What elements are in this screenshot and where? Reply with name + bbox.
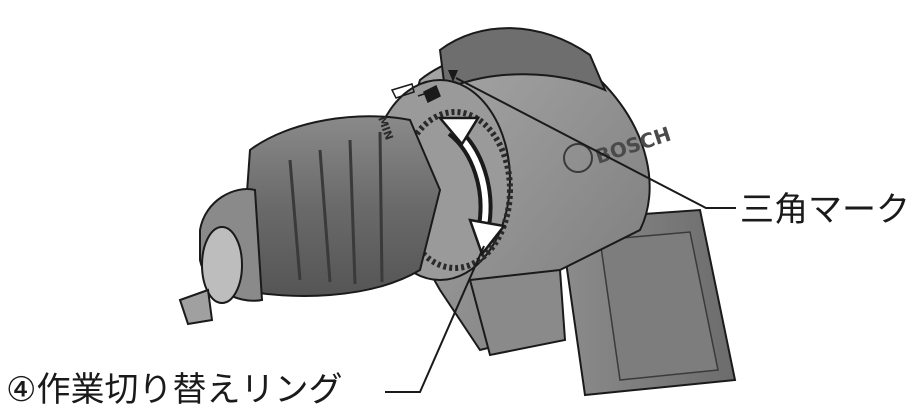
- chuck-grip-grooves: [288, 131, 384, 285]
- chuck-tip: [178, 288, 214, 326]
- rotation-arrow-head-top: [437, 116, 481, 147]
- housing-lower-foot: [468, 268, 567, 357]
- mode-ring-leader-line: [385, 245, 485, 393]
- rotation-arrow-head-bottom: [468, 218, 507, 257]
- chuck-front-face: [201, 226, 243, 304]
- mode-ring-label: ④作業切り替えリング: [6, 370, 343, 410]
- triangle-mark-icon: [448, 70, 458, 82]
- drill-mode-icon: [390, 83, 415, 99]
- triangle-mark-label: 三角マーク: [740, 190, 910, 230]
- brand-logo-icon: [563, 143, 593, 173]
- chuck-sleeve: [238, 115, 442, 297]
- screw-mode-icon: [417, 84, 441, 104]
- handle-grip-panel: [599, 231, 719, 381]
- housing-top-cover: [438, 27, 607, 92]
- triangle-mark-leader-line: [455, 77, 736, 209]
